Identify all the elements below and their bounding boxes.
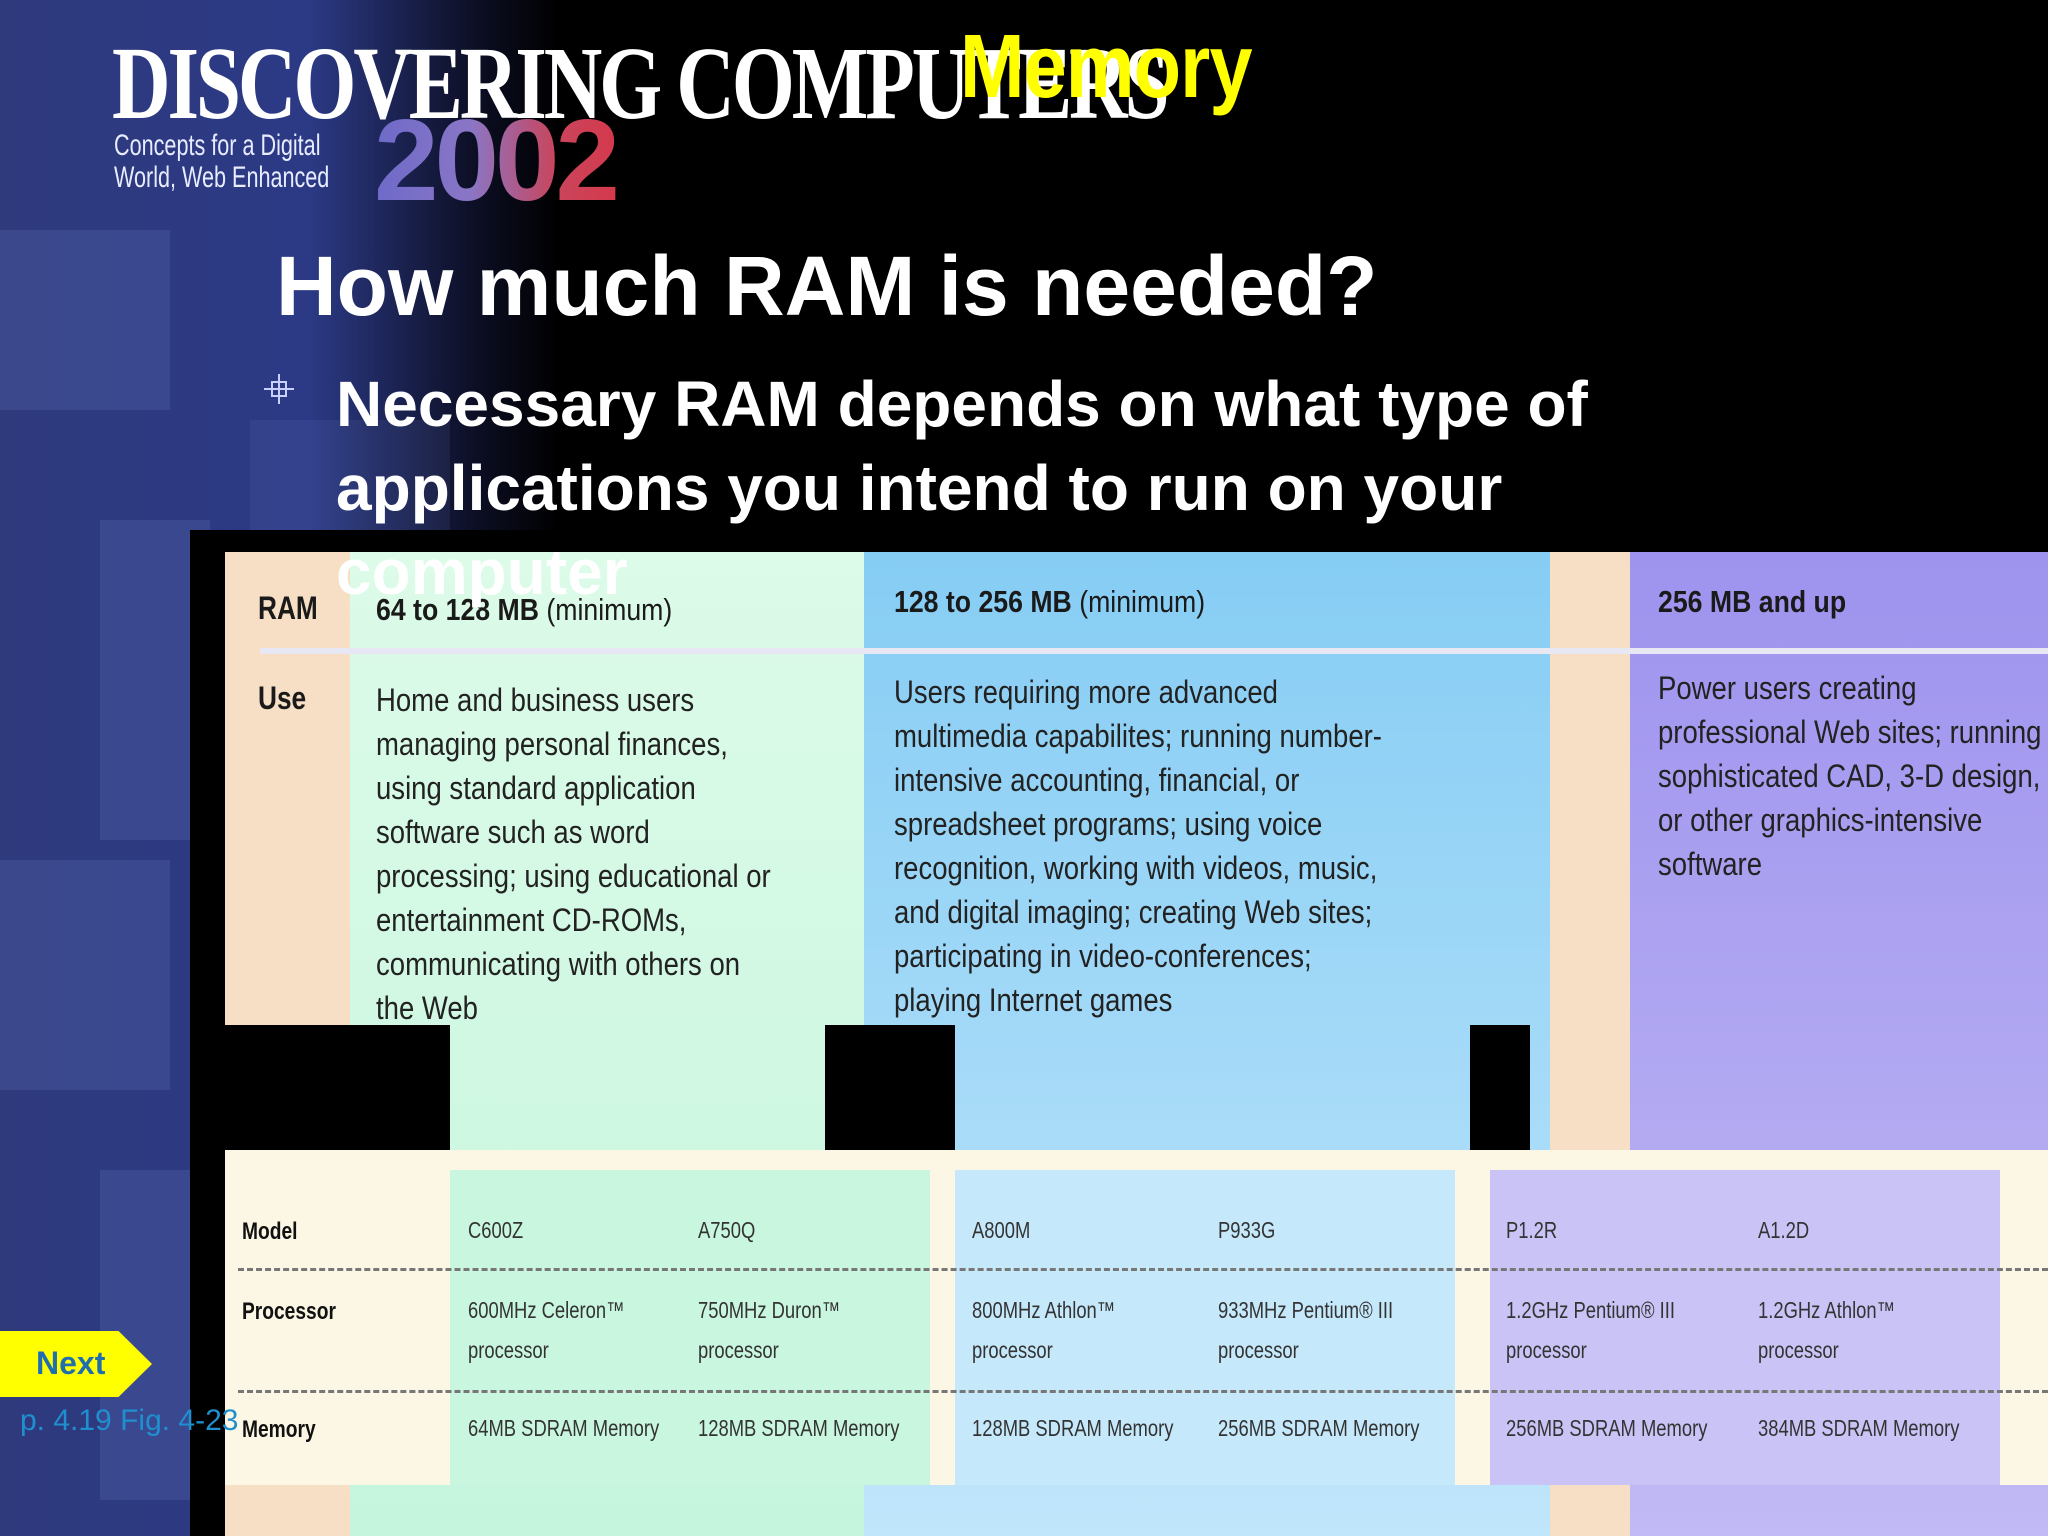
ram-range-3: 256 MB and up [1658, 584, 1847, 619]
use-description-2: Users requiring more advanced multimedia… [894, 674, 1382, 1018]
ram-range-2: 128 to 256 MB (minimum) [894, 584, 1206, 619]
column-tail [1490, 1170, 2000, 1485]
memory-cell: 256MB SDRAM Memory [1506, 1415, 1708, 1441]
model-cell: A1.2D [1758, 1217, 1810, 1243]
use-description-1: Home and business users managing persona… [376, 682, 771, 1026]
use-description-3: Power users creating professional Web si… [1658, 670, 2042, 882]
brand-subtitle: Concepts for a Digital World, Web Enhanc… [114, 129, 330, 194]
bullet-icon [264, 374, 294, 404]
bullet-text: Necessary RAM depends on what type of ap… [336, 368, 1588, 608]
slide-heading: How much RAM is needed? [276, 239, 1378, 333]
memory-cell: 384MB SDRAM Memory [1758, 1415, 1960, 1441]
ram-range-1: 64 to 128 MB (minimum) [376, 592, 673, 627]
row-label-ram: RAM [258, 590, 318, 626]
topic-title: Memory [960, 17, 1252, 117]
dashed-divider [238, 1390, 2048, 1393]
label-memory: Memory [242, 1416, 316, 1443]
label-model: Model [242, 1218, 298, 1245]
memory-cell: 128MB SDRAM Memory [972, 1415, 1174, 1441]
model-cell: P933G [1218, 1217, 1276, 1243]
next-button-label: Next [36, 1345, 106, 1381]
memory-cell: 64MB SDRAM Memory [468, 1415, 660, 1441]
decorative-square [0, 230, 170, 410]
label-processor: Processor [242, 1298, 336, 1325]
brand-title: DISCOVERING COMPUTERS [112, 26, 1170, 141]
model-cell: P1.2R [1506, 1217, 1558, 1243]
decorative-square [0, 860, 170, 1090]
memory-cell: 128MB SDRAM Memory [698, 1415, 900, 1441]
brand-logo: DISCOVERING COMPUTERS 2002 Concepts for … [112, 32, 1170, 219]
brand-year: 2002 [374, 95, 620, 225]
slide-rule [260, 648, 2048, 654]
dashed-divider [238, 1268, 2048, 1271]
next-button[interactable]: Next [0, 1331, 152, 1397]
page-reference: p. 4.19 Fig. 4-23 [20, 1404, 239, 1437]
model-cell: A750Q [698, 1217, 756, 1243]
memory-cell: 256MB SDRAM Memory [1218, 1415, 1420, 1441]
model-cell: A800M [972, 1217, 1031, 1243]
model-cell: C600Z [468, 1217, 524, 1243]
ram-requirements-figure: RAM Use 64 to 128 MB (minimum) 128 to 25… [190, 530, 2048, 1536]
column-tail [450, 1170, 930, 1485]
column-tail [955, 1170, 1455, 1485]
row-label-use: Use [258, 680, 307, 716]
